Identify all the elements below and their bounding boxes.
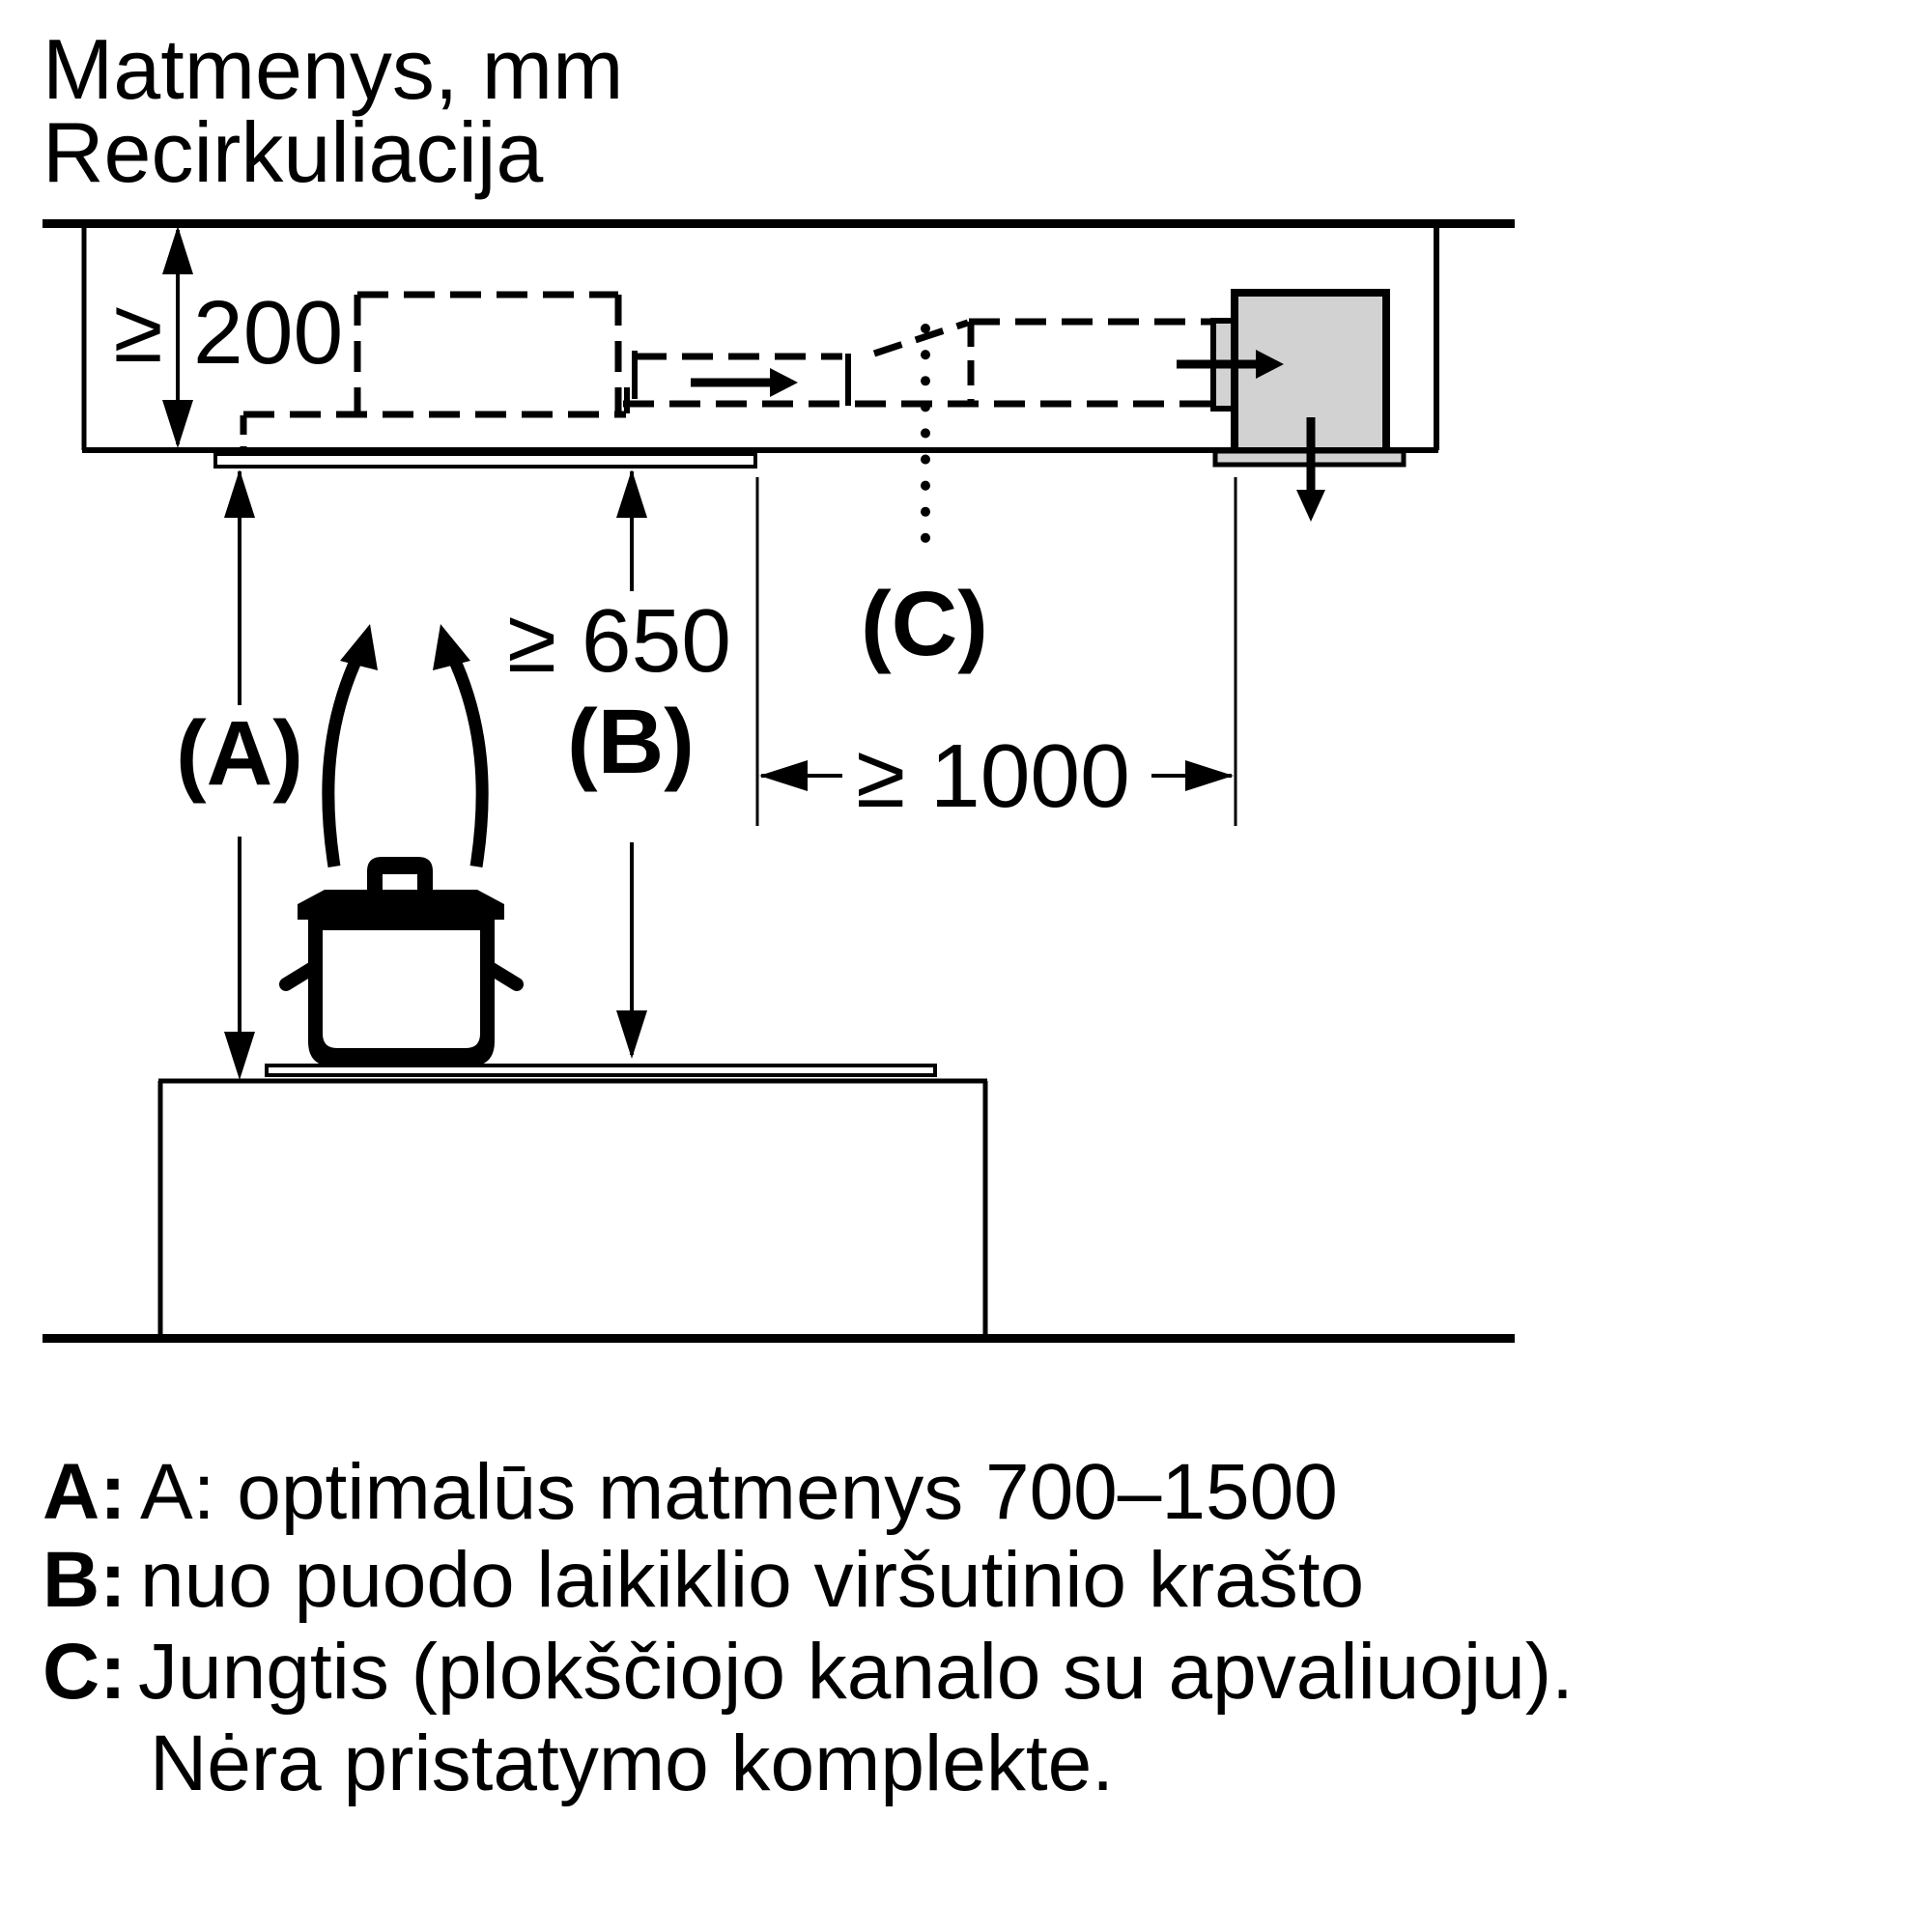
hood-ceiling-panel [213,452,757,469]
dim-c-label: (C) [861,573,988,675]
page-title: Matmenys, mm [43,21,623,117]
steam-arrow-right [433,624,489,867]
dim-soffit-height-value: 200 [193,282,343,383]
legend-key-b: B: [43,1536,127,1624]
dim-a-label: (A) [176,702,303,805]
dim-b-label: (B) [567,691,695,793]
counter-outline [157,1078,988,1334]
legend-text-b: nuo puodo laikiklio viršutinio krašto [140,1536,1364,1624]
legend: A: A: optimalūs matmenys 700–1500 B: nuo… [43,1448,1574,1807]
legend-text-c: Jungtis (plokščiojo kanalo su apvaliuoju… [138,1628,1574,1716]
steam-arrow-left [322,624,378,867]
legend-text-a: A: optimalūs matmenys 700–1500 [140,1448,1338,1536]
airflow-arrow-duct [691,368,798,397]
legend-key-c: C: [43,1628,127,1716]
airflow-arrow-inlet [1177,350,1284,379]
dim-b-value: ≥ 650 [507,590,731,691]
ceiling-line [43,219,1515,228]
dim-lateral-clearance: ≥ 1000 [755,477,1237,826]
legend-key-a: A: [43,1448,127,1536]
legend-text-c2: Nėra pristatymo komplekte. [150,1719,1114,1807]
pot-lid [298,890,504,920]
pot-lid-knob-hole [383,874,417,895]
dim-soffit-height-symbol: ≥ [113,280,162,381]
dim-a: (A) [176,469,303,1080]
duct-transition-diagonal [872,319,970,357]
pot-handle-right [480,959,524,991]
floor-line [43,1334,1515,1343]
dim-soffit-height: ≥ 200 [113,226,343,448]
hob-surface [265,1064,937,1077]
page-subtitle: Recirkuliacija [43,104,543,200]
pot-body-interior [323,930,480,1048]
pot-icon [279,857,524,1066]
dim-b: ≥ 650 (B) [507,469,731,1059]
airflow-arrow-outlet [1296,417,1325,522]
pot-handle-left [279,959,323,991]
dim-lateral-value: ≥ 1000 [856,725,1130,826]
